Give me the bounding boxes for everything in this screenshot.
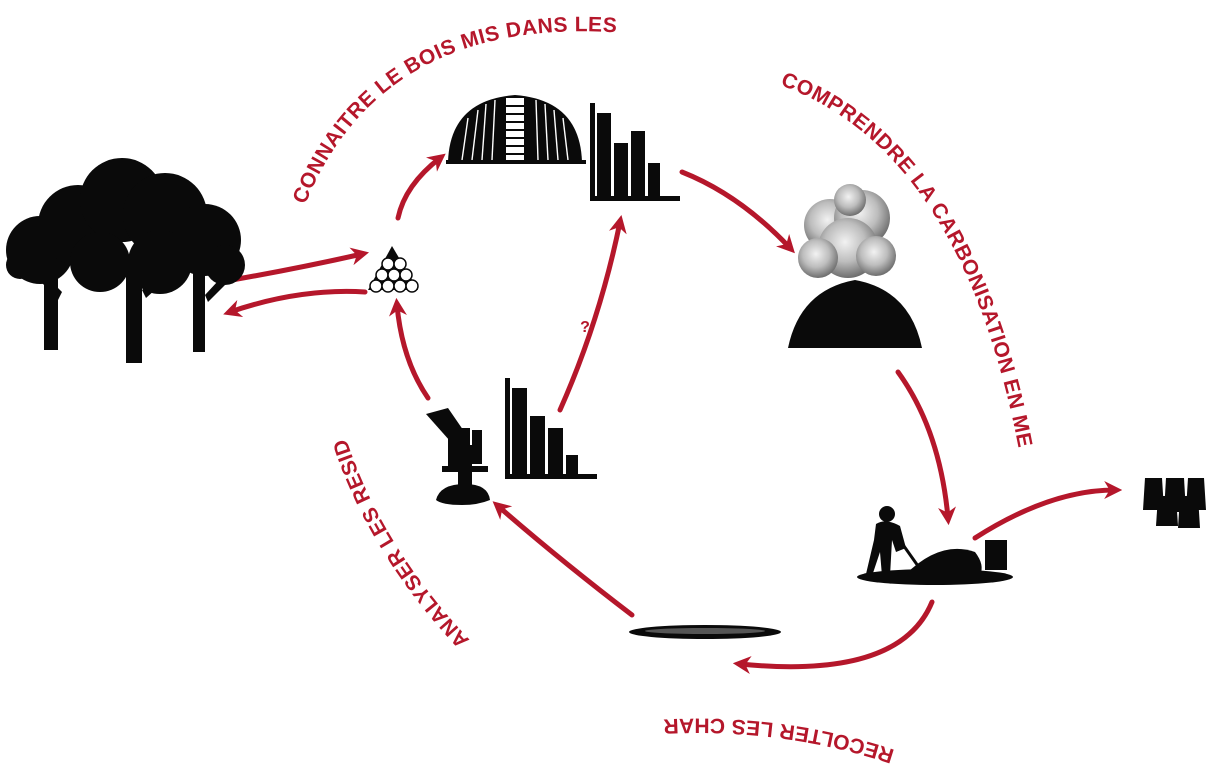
- arrow-forest-to-logs: [229, 247, 370, 283]
- microscope-icon: [426, 408, 490, 505]
- charcoal-kiln-icon: [446, 95, 586, 164]
- arrow-logs-to-forest: [223, 288, 368, 318]
- arrow-chart-to-chart: [557, 214, 627, 413]
- label-collect-charcoal: RECOLTER LES CHARBONS: [0, 0, 896, 767]
- smoking-kiln-icon: [788, 184, 922, 348]
- cycle-arrows: [223, 153, 1123, 675]
- bar-chart-icon: [505, 378, 597, 479]
- arrow-collier-to-residue: [732, 599, 935, 675]
- log-pile-icon: [368, 246, 419, 293]
- charcoal-sacks-icon: [1143, 478, 1206, 528]
- label-analyse-residues: ANALYSER LES RESIDUS: [0, 0, 474, 652]
- unknown-link-label: ?: [580, 319, 590, 336]
- arrow-microscope-to-logs: [389, 297, 431, 401]
- bar-chart-icon: [590, 103, 680, 201]
- residue-layer-icon: [629, 625, 781, 639]
- arrow-kiln-to-collier: [895, 369, 956, 526]
- arrow-chart-to-smoke: [679, 169, 795, 254]
- collier-raking-icon: [857, 506, 1013, 585]
- arrow-residue-to-microscope: [492, 501, 635, 618]
- arrow-logs-to-kiln: [395, 153, 446, 221]
- forest-icon: [6, 158, 245, 363]
- arrow-collier-to-sacks: [972, 481, 1123, 541]
